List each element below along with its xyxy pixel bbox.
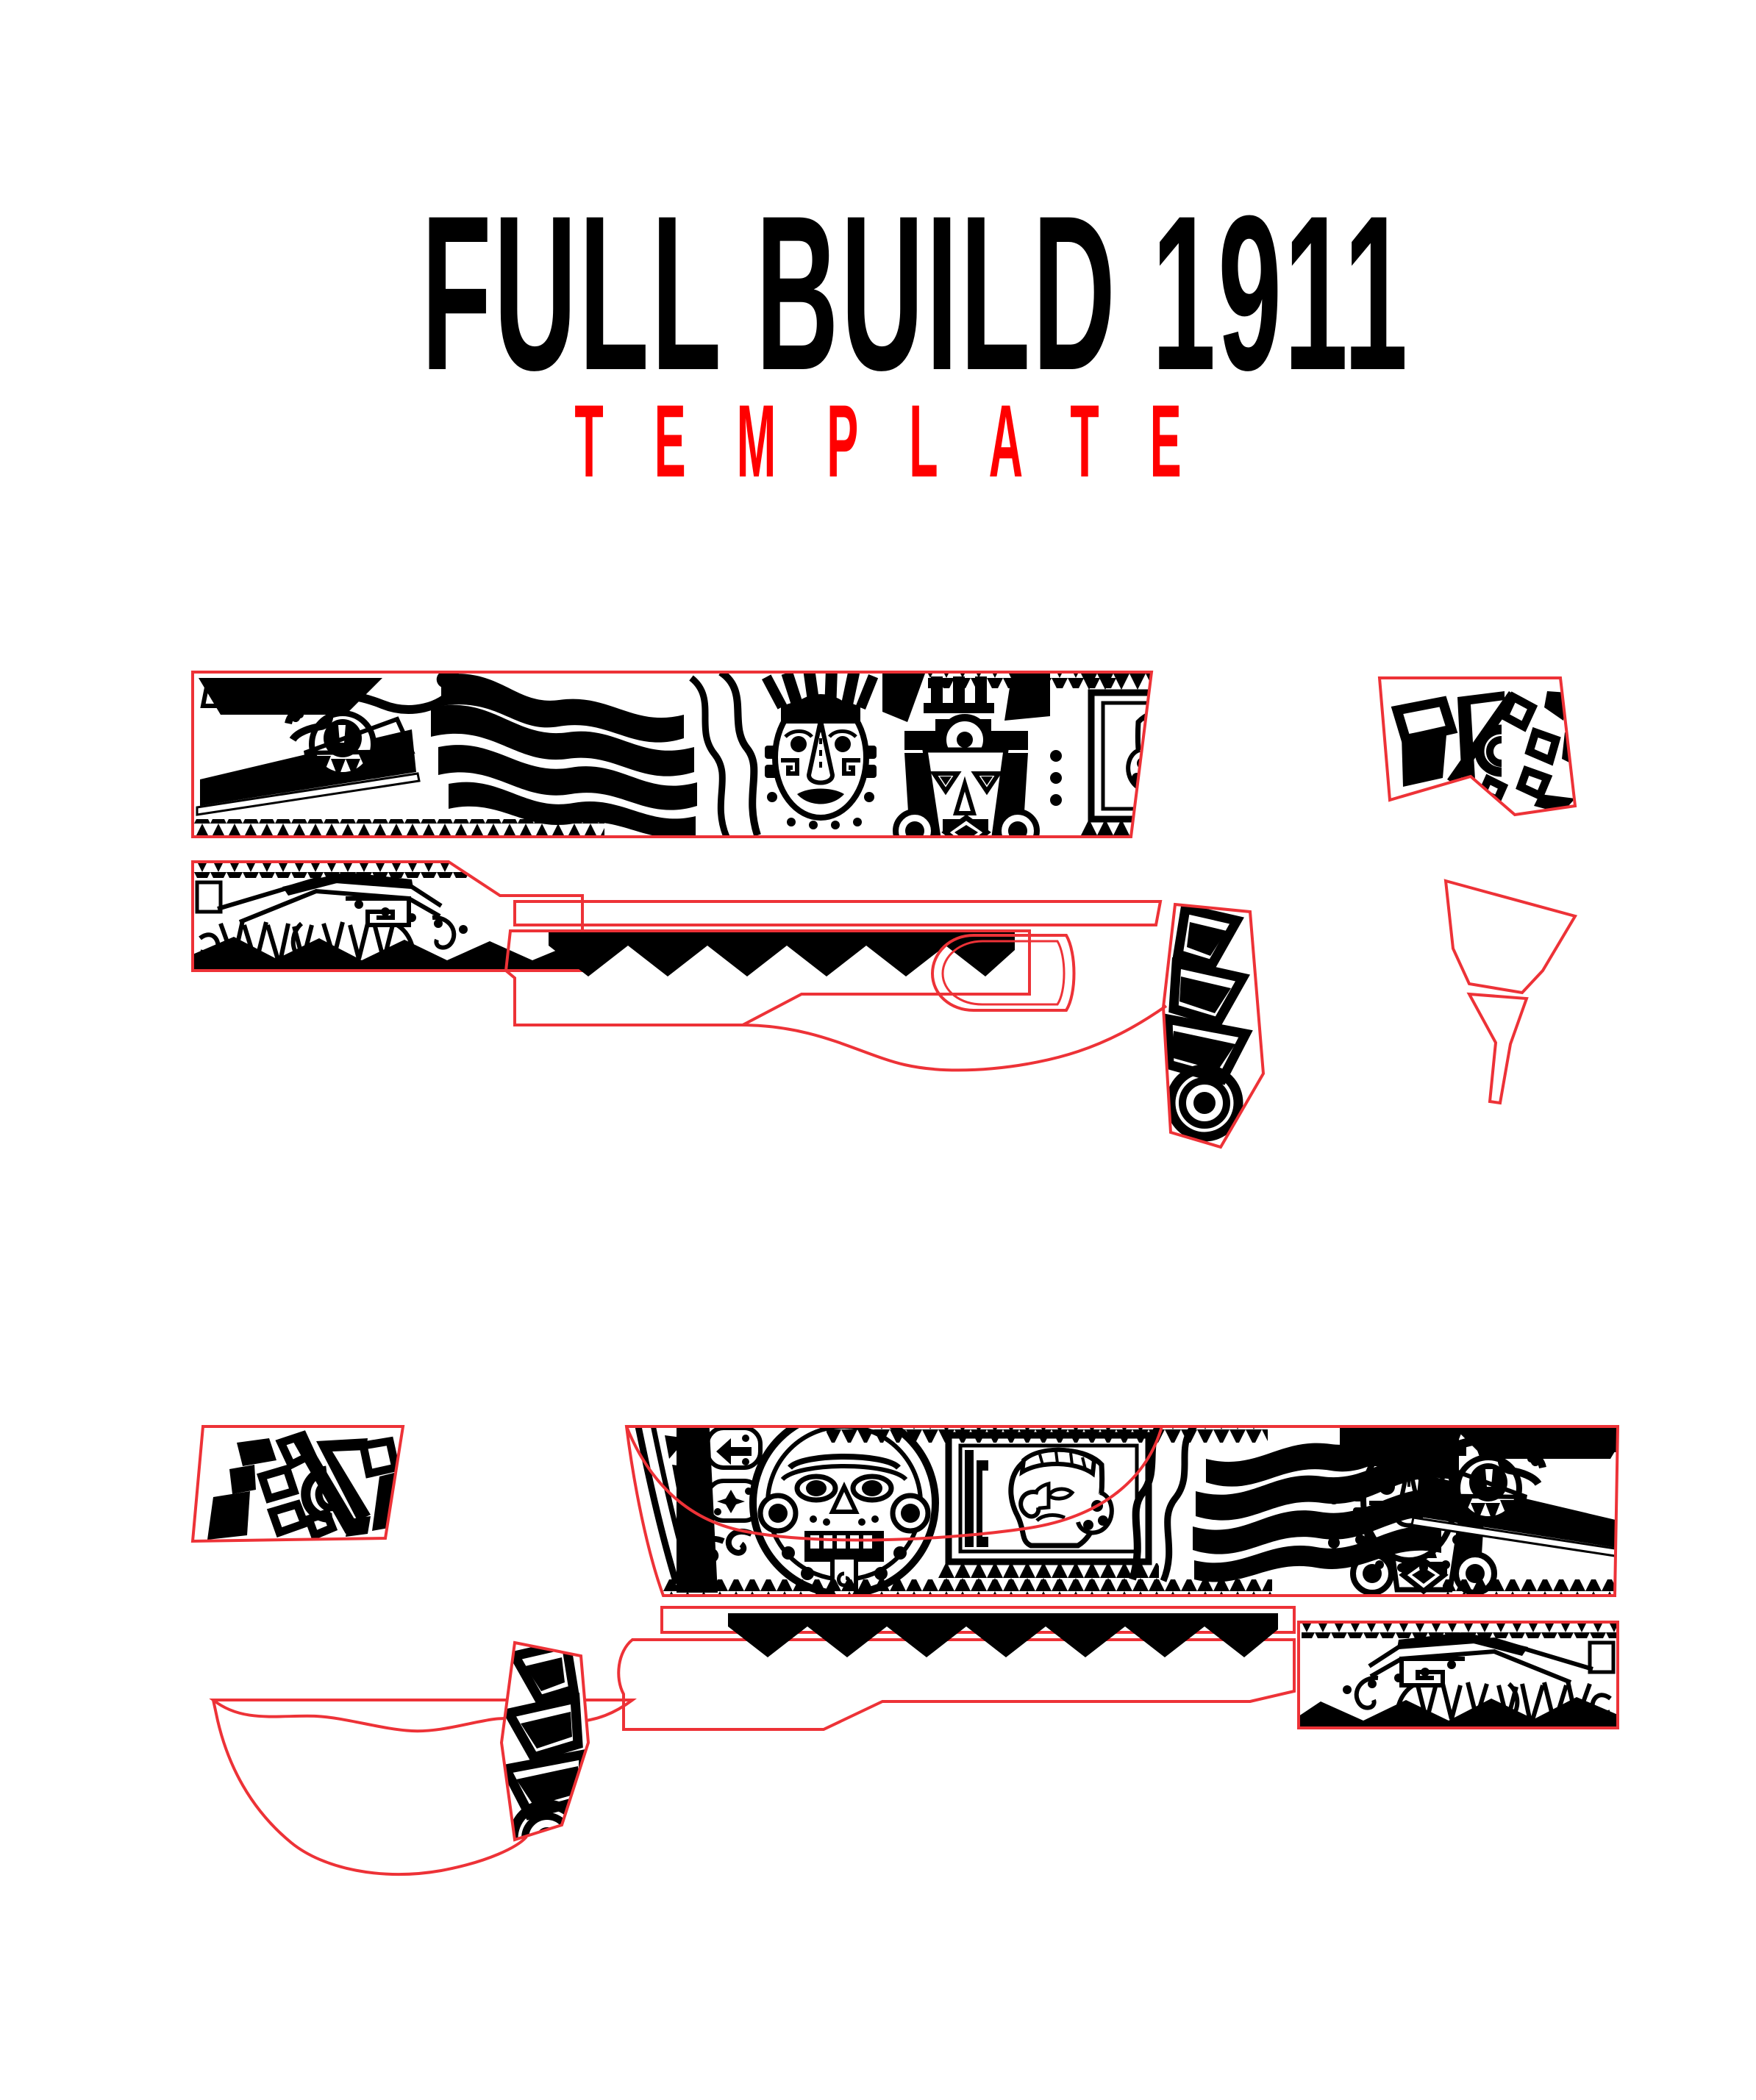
- cut-line-frame-body: [617, 1638, 1296, 1731]
- grip-scale-panel: [190, 1425, 405, 1543]
- cut-line-backstrap: [499, 1640, 590, 1842]
- cut-line-grip-scale: [1377, 676, 1577, 817]
- title-block: FULL BUILD 1911 TEMPLATE: [0, 0, 1756, 493]
- cut-line-slide-notch: [625, 1426, 1163, 1542]
- cut-line-grip-scale: [190, 1425, 405, 1543]
- slide-lower-panel: [1297, 1621, 1619, 1729]
- frame-body-panel: [209, 1606, 1296, 1733]
- slide-lower-panel: [191, 860, 584, 972]
- grip-scale-panel: [1377, 676, 1577, 817]
- cut-line-grip-curve: [740, 1004, 1168, 1072]
- cut-line-grip-outline: [212, 1699, 528, 1876]
- slide-upper-panel: [624, 1425, 1620, 1597]
- page-subtitle: TEMPLATE: [574, 383, 1232, 499]
- cut-line-frame-rail: [660, 1606, 1296, 1634]
- cut-line-frame-rail: [513, 900, 1163, 926]
- cut-line-blank-upper: [1443, 879, 1578, 995]
- cut-line-slide-upper: [191, 671, 1154, 838]
- cut-line-trigger-guard-inner: [941, 940, 1066, 1006]
- blank-piece-lower: [1466, 992, 1529, 1105]
- right-side-assembly: [0, 662, 1756, 1191]
- blank-piece-upper: [1443, 879, 1578, 995]
- frame-zigzag-ornament: [549, 932, 1015, 976]
- cut-line-slide-main: [624, 1425, 1620, 1597]
- left-side-assembly: [0, 1397, 1756, 1971]
- cut-line-slide-lower: [191, 860, 584, 972]
- frame-zigzag-ornament: [728, 1613, 1278, 1657]
- slide-upper-panel: [191, 671, 1154, 838]
- grip-backstrap-panel: [212, 1640, 590, 1876]
- cut-line-trigger-guard: [930, 934, 1076, 1012]
- cut-line-slide-lower: [1297, 1621, 1619, 1729]
- frame-body-panel: [504, 900, 1163, 1026]
- cut-line-blank-lower: [1466, 992, 1529, 1105]
- page-title: FULL BUILD 1911: [421, 169, 1410, 416]
